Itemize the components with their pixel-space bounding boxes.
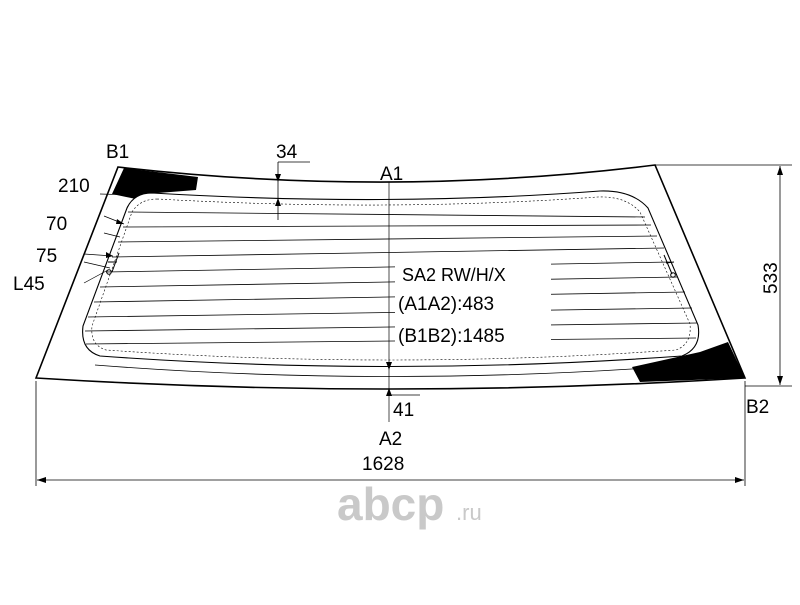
abcp-logo: abcp .ru	[337, 478, 482, 530]
dim-width	[35, 381, 746, 486]
heater-line	[122, 224, 652, 228]
point-b2-label: B2	[746, 397, 769, 418]
right-terminal	[663, 254, 676, 278]
abcp-logo-tld: .ru	[456, 500, 482, 525]
abcp-logo-brand: abcp	[337, 478, 444, 530]
a1a2-measure: (A1A2):483	[398, 294, 494, 315]
glass-code: SA2 RW/H/X	[402, 265, 506, 285]
corner-block-b1	[112, 168, 198, 202]
heater-line	[127, 211, 646, 218]
inner-print-line	[94, 364, 691, 377]
dim-width-label: 1628	[362, 454, 404, 475]
dim-top-offset	[275, 161, 310, 220]
dim-left-210-label: 210	[58, 176, 90, 197]
point-a2-label: A2	[379, 429, 402, 450]
corner-block-b2	[632, 342, 745, 382]
left-terminal	[106, 252, 120, 275]
dim-left-75-label: 75	[36, 246, 57, 267]
heater-line	[85, 337, 697, 345]
heater-line	[111, 247, 665, 258]
heater-line	[93, 291, 686, 303]
dim-top-offset-label: 34	[276, 142, 298, 163]
dim-bottom-offset-label: 41	[393, 400, 414, 421]
b1b2-measure: (B1B2):1485	[398, 326, 505, 347]
heater-line	[105, 261, 672, 273]
heater-area	[82, 190, 700, 368]
left-leaders	[83, 193, 135, 284]
label-backdrop	[395, 260, 551, 352]
point-a1-label: A1	[380, 164, 403, 185]
dim-left-70-label: 70	[46, 214, 67, 235]
dim-bottom-offset	[386, 362, 420, 396]
heater-line	[84, 322, 698, 332]
heater-line	[87, 307, 693, 318]
dim-height	[655, 164, 792, 387]
point-b1-label: B1	[106, 142, 129, 163]
dim-left-l45-label: L45	[13, 274, 45, 295]
dim-height-label: 533	[761, 262, 782, 294]
heater-line	[117, 235, 658, 243]
heater-dashed-border	[91, 196, 691, 361]
